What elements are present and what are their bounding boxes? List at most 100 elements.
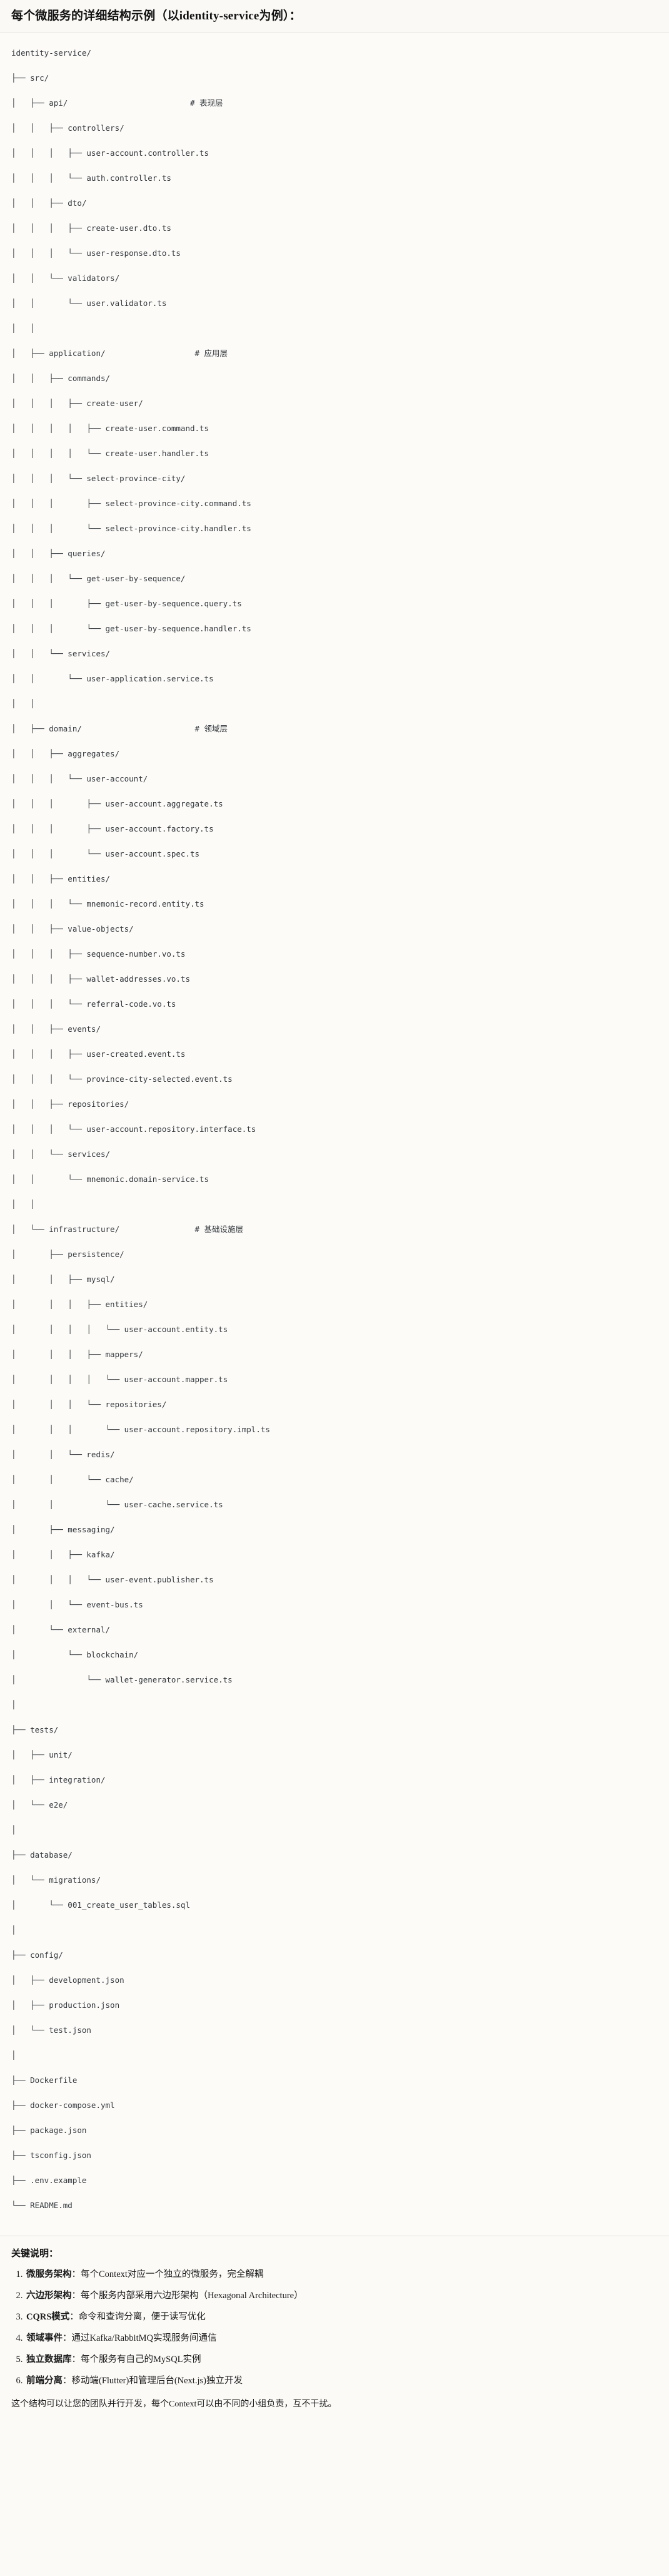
tree-line: │ │ │ └── user-event.publisher.ts xyxy=(11,1574,214,1584)
tree-line: ├── package.json xyxy=(11,2125,87,2135)
tree-line: │ └── test.json xyxy=(11,2025,91,2035)
key-note-term: 独立数据库 xyxy=(26,2354,72,2365)
key-note-text: 通过Kafka/RabbitMQ实现服务间通信 xyxy=(71,2333,217,2343)
tree-line: │ │ ├── queries/ xyxy=(11,548,106,558)
tree-line: │ │ │ ├── sequence-number.vo.ts xyxy=(11,949,186,959)
tree-line: │ │ xyxy=(11,698,35,708)
tree-line: │ ├── domain/ # 领域层 xyxy=(11,723,228,733)
tree-line: │ │ └── mnemonic.domain-service.ts xyxy=(11,1174,209,1184)
tree-line: │ │ │ └── referral-code.vo.ts xyxy=(11,999,176,1009)
tree-line: │ └── external/ xyxy=(11,1624,111,1634)
tree-line: │ │ ├── repositories/ xyxy=(11,1099,129,1109)
key-note-term: CQRS模式 xyxy=(26,2311,70,2322)
key-note-separator: ： xyxy=(63,2375,72,2386)
key-note-separator: ： xyxy=(63,2333,72,2343)
tree-line: │ │ │ ├── mappers/ xyxy=(11,1349,143,1359)
tree-line: │ │ │ └── repositories/ xyxy=(11,1399,167,1409)
key-note-item: 前端分离：移动端(Flutter)和管理后台(Next.js)独立开发 xyxy=(25,2375,658,2388)
tree-line: │ xyxy=(11,1699,16,1709)
tree-line: ├── .env.example xyxy=(11,2175,87,2185)
tree-line: │ │ xyxy=(11,1199,35,1209)
tree-line: │ │ │ └── get-user-by-sequence.handler.t… xyxy=(11,623,251,633)
tree-line: │ └── 001_create_user_tables.sql xyxy=(11,1900,190,1910)
key-note-text: 命令和查询分离，便于读写优化 xyxy=(78,2311,206,2322)
tree-line: │ │ ├── commands/ xyxy=(11,373,111,383)
tree-line: │ │ ├── controllers/ xyxy=(11,123,124,133)
page-title: 每个微服务的详细结构示例（以identity-service为例）： xyxy=(11,9,301,23)
tree-line: │ │ └── event-bus.ts xyxy=(11,1599,143,1609)
tree-line: │ │ └── validators/ xyxy=(11,273,120,283)
key-note-item: 独立数据库：每个服务有自己的MySQL实例 xyxy=(25,2353,658,2366)
tree-line: ├── config/ xyxy=(11,1950,63,1960)
key-note-item: 领域事件：通过Kafka/RabbitMQ实现服务间通信 xyxy=(25,2332,658,2345)
tree-line: │ │ ├── value-objects/ xyxy=(11,924,134,934)
tree-line: │ └── infrastructure/ # 基础设施层 xyxy=(11,1224,244,1234)
tree-line: ├── tsconfig.json xyxy=(11,2150,91,2160)
tree-line: │ │ │ ├── create-user/ xyxy=(11,398,143,408)
tree-line: │ │ ├── dto/ xyxy=(11,198,87,208)
tree-line: │ │ │ └── province-city-selected.event.t… xyxy=(11,1074,233,1084)
tree-line: │ │ │ └── get-user-by-sequence/ xyxy=(11,573,186,583)
tree-line: │ ├── messaging/ xyxy=(11,1524,115,1534)
directory-tree: identity-service/ ├── src/ │ ├── api/ # … xyxy=(11,47,658,2224)
tree-line: │ │ │ │ └── create-user.handler.ts xyxy=(11,448,209,458)
key-note-term: 前端分离 xyxy=(26,2375,63,2386)
tree-line: ├── docker-compose.yml xyxy=(11,2100,115,2110)
closing-paragraph: 这个结构可以让您的团队并行开发，每个Context可以由不同的小组负责，互不干扰… xyxy=(11,2399,337,2409)
tree-line: │ │ │ ├── user-account.controller.ts xyxy=(11,148,209,158)
tree-line: │ │ │ ├── wallet-addresses.vo.ts xyxy=(11,974,190,984)
tree-line: │ │ │ └── mnemonic-record.entity.ts xyxy=(11,899,204,909)
tree-line: │ │ │ └── select-province-city/ xyxy=(11,473,186,483)
key-notes-list: 微服务架构：每个Context对应一个独立的微服务，完全解耦六边形架构：每个服务… xyxy=(11,2268,658,2388)
directory-tree-block: identity-service/ ├── src/ │ ├── api/ # … xyxy=(0,33,669,2236)
key-note-term: 微服务架构 xyxy=(26,2269,72,2279)
tree-line: │ │ └── redis/ xyxy=(11,1449,115,1459)
tree-line: ├── src/ xyxy=(11,73,49,83)
tree-line: ├── database/ xyxy=(11,1850,73,1860)
tree-line: │ │ ├── aggregates/ xyxy=(11,748,120,758)
tree-line: │ ├── persistence/ xyxy=(11,1249,124,1259)
key-note-item: CQRS模式：命令和查询分离，便于读写优化 xyxy=(25,2311,658,2324)
tree-line: │ │ │ └── user-account.spec.ts xyxy=(11,848,200,858)
tree-line: │ │ ├── entities/ xyxy=(11,873,111,883)
directory-tree-lines: identity-service/ ├── src/ │ ├── api/ # … xyxy=(11,47,658,2212)
tree-line: │ xyxy=(11,1825,16,1835)
tree-line: │ └── blockchain/ xyxy=(11,1649,139,1659)
document-page: 每个微服务的详细结构示例（以identity-service为例）： ident… xyxy=(0,0,669,2420)
key-notes-heading: 关键说明： xyxy=(11,2248,59,2259)
tree-line: │ ├── application/ # 应用层 xyxy=(11,348,228,358)
tree-line: │ │ ├── events/ xyxy=(11,1024,101,1034)
key-note-separator: ： xyxy=(71,2354,81,2365)
tree-line: │ │ │ └── user-account/ xyxy=(11,773,148,783)
tree-line: │ │ xyxy=(11,323,35,333)
tree-line: │ │ │ ├── user-account.factory.ts xyxy=(11,823,214,833)
key-note-term: 领域事件 xyxy=(26,2333,63,2343)
key-note-separator: ： xyxy=(71,2269,81,2279)
tree-line: │ ├── production.json xyxy=(11,2000,120,2010)
tree-line: │ ├── unit/ xyxy=(11,1749,73,1759)
tree-line: identity-service/ xyxy=(11,48,91,58)
tree-line: │ ├── development.json xyxy=(11,1975,124,1985)
tree-line: │ └── e2e/ xyxy=(11,1800,68,1810)
tree-line: │ │ │ ├── select-province-city.command.t… xyxy=(11,498,251,508)
tree-line: │ │ ├── kafka/ xyxy=(11,1549,115,1559)
tree-line: │ │ │ │ └── user-account.entity.ts xyxy=(11,1324,228,1334)
tree-line: │ └── wallet-generator.service.ts xyxy=(11,1674,233,1684)
key-note-text: 每个服务有自己的MySQL实例 xyxy=(81,2354,201,2365)
tree-line: ├── Dockerfile xyxy=(11,2075,78,2085)
tree-line: │ xyxy=(11,1925,16,1935)
tree-line: │ │ └── user.validator.ts xyxy=(11,298,167,308)
tree-line: │ │ ├── mysql/ xyxy=(11,1274,115,1284)
document-header: 每个微服务的详细结构示例（以identity-service为例）： xyxy=(0,0,669,33)
key-note-separator: ： xyxy=(71,2290,81,2301)
key-note-separator: ： xyxy=(69,2311,79,2322)
tree-line: │ xyxy=(11,2050,16,2060)
tree-line: │ │ │ │ ├── create-user.command.ts xyxy=(11,423,209,433)
tree-line: │ │ └── cache/ xyxy=(11,1474,134,1484)
tree-line: │ │ │ └── select-province-city.handler.t… xyxy=(11,523,251,533)
tree-line: │ │ └── user-cache.service.ts xyxy=(11,1499,223,1509)
key-note-text: 每个服务内部采用六边形架构（Hexagonal Architecture） xyxy=(81,2290,303,2301)
tree-line: │ │ └── services/ xyxy=(11,648,111,658)
tree-line: │ │ │ └── user-account.repository.interf… xyxy=(11,1124,256,1134)
tree-line: │ │ │ ├── entities/ xyxy=(11,1299,148,1309)
